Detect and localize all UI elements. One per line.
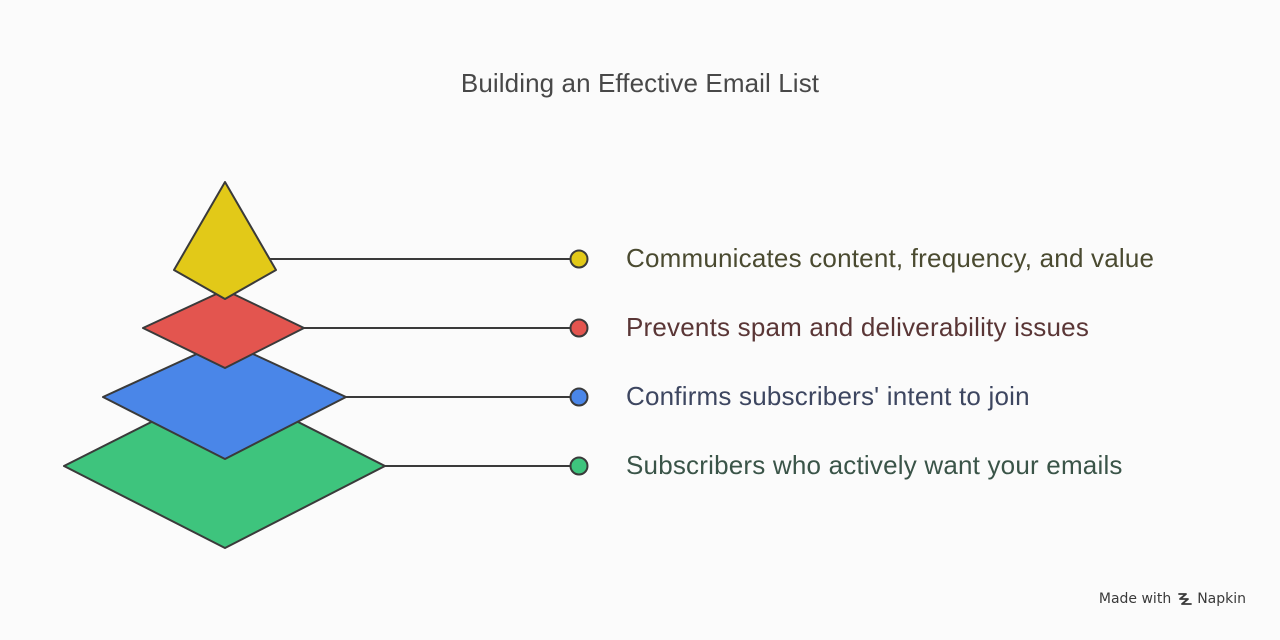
watermark-brand: Napkin bbox=[1177, 591, 1246, 607]
connector-dot-base bbox=[569, 456, 589, 476]
napkin-watermark[interactable]: Made with Napkin bbox=[1099, 591, 1246, 607]
diagram-title: Building an Effective Email List bbox=[460, 68, 820, 98]
watermark-brand-name: Napkin bbox=[1197, 591, 1246, 607]
level-label-upper-middle: Prevents spam and deliverability issues bbox=[626, 312, 1090, 342]
watermark-prefix: Made with bbox=[1098, 591, 1172, 607]
pyramid-layer-top bbox=[173, 181, 277, 300]
pyramid-layer-base bbox=[63, 384, 386, 549]
connector-dot-top bbox=[569, 249, 589, 269]
level-label-lower-middle: Confirms subscribers' intent to join bbox=[626, 381, 1030, 411]
pyramid-layer-lower-middle bbox=[102, 340, 347, 460]
pyramid-layer-upper-middle bbox=[142, 289, 305, 369]
connector-dot-lower-middle bbox=[569, 387, 589, 407]
connector-dot-upper-middle bbox=[569, 318, 589, 338]
level-label-base: Subscribers who actively want your email… bbox=[626, 450, 1123, 480]
level-label-top: Communicates content, frequency, and val… bbox=[626, 243, 1155, 273]
napkin-logo-icon bbox=[1178, 593, 1193, 605]
